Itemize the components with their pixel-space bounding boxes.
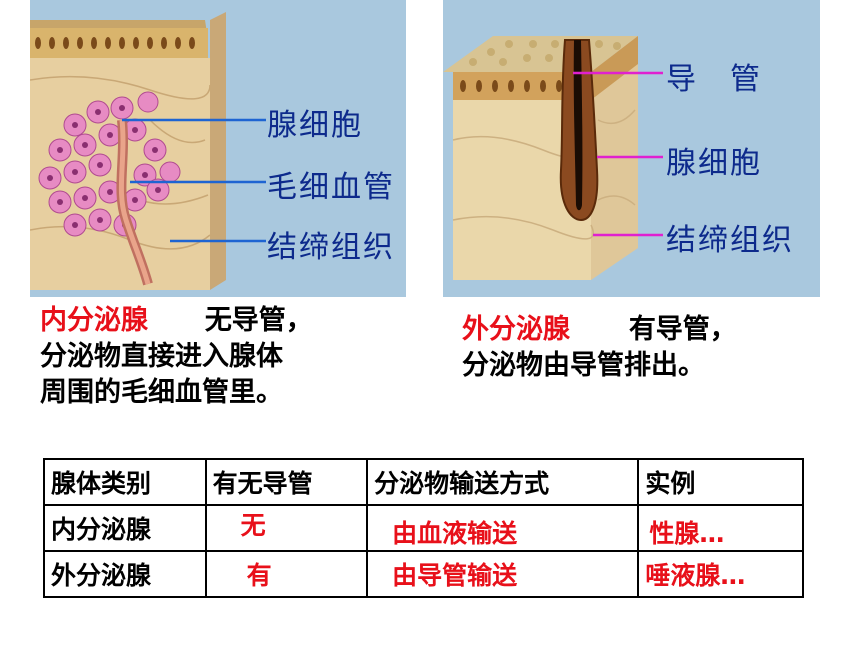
exocrine-caption-line1: 外分泌腺 有导管， xyxy=(462,312,737,348)
label-connective-tissue-right: 结缔组织 xyxy=(666,223,794,258)
endocrine-tissue-illustration xyxy=(30,12,266,290)
exocrine-tissue-illustration xyxy=(443,36,663,280)
cell-transport: 由血液输送 xyxy=(366,504,640,552)
cell-example: 唾液腺… xyxy=(637,550,804,598)
label-connective-tissue: 结缔组织 xyxy=(267,230,395,265)
header-transport: 分泌物输送方式 xyxy=(366,458,640,506)
endocrine-term: 内分泌腺 xyxy=(40,305,148,336)
endocrine-caption-line3: 周围的毛细血管里。 xyxy=(40,377,283,408)
cell-duct: 无 xyxy=(204,504,369,552)
cell-type: 内分泌腺 xyxy=(43,504,207,552)
exocrine-caption: 外分泌腺 有导管， 分泌物由导管排出。 xyxy=(462,312,737,384)
table-row: 外分泌腺 有 由导管输送 唾液腺… xyxy=(43,550,804,598)
table-header-row: 腺体类别 有无导管 分泌物输送方式 实例 xyxy=(43,458,804,506)
exocrine-caption-line2: 分泌物由导管排出。 xyxy=(462,350,705,381)
cell-example: 性腺… xyxy=(637,504,804,552)
label-gland-cell: 腺细胞 xyxy=(267,108,363,143)
cell-type: 外分泌腺 xyxy=(43,550,207,598)
endocrine-no-duct: 无导管， xyxy=(204,305,313,336)
exocrine-diagram: 导 管 腺细胞 结缔组织 xyxy=(443,0,820,297)
gland-comparison-table: 腺体类别 有无导管 分泌物输送方式 实例 内分泌腺 无 由血液输送 性腺… 外分… xyxy=(43,458,804,598)
endocrine-caption: 内分泌腺 无导管， 分泌物直接进入腺体 周围的毛细血管里。 xyxy=(40,303,313,411)
exocrine-term: 外分泌腺 xyxy=(462,314,570,345)
label-capillary: 毛细血管 xyxy=(267,170,395,205)
table-row: 内分泌腺 无 由血液输送 性腺… xyxy=(43,504,804,552)
exocrine-has-duct: 有导管， xyxy=(628,314,737,345)
endocrine-caption-line1: 内分泌腺 无导管， xyxy=(40,303,313,339)
label-gland-cell-right: 腺细胞 xyxy=(666,146,762,181)
cell-duct: 有 xyxy=(204,550,369,598)
label-duct: 导 管 xyxy=(666,62,762,97)
header-gland-type: 腺体类别 xyxy=(43,458,207,506)
header-duct: 有无导管 xyxy=(204,458,369,506)
endocrine-diagram: 腺细胞 毛细血管 结缔组织 xyxy=(30,0,406,297)
cell-transport: 由导管输送 xyxy=(366,550,640,598)
endocrine-caption-line2: 分泌物直接进入腺体 xyxy=(40,341,283,372)
header-example: 实例 xyxy=(637,458,804,506)
